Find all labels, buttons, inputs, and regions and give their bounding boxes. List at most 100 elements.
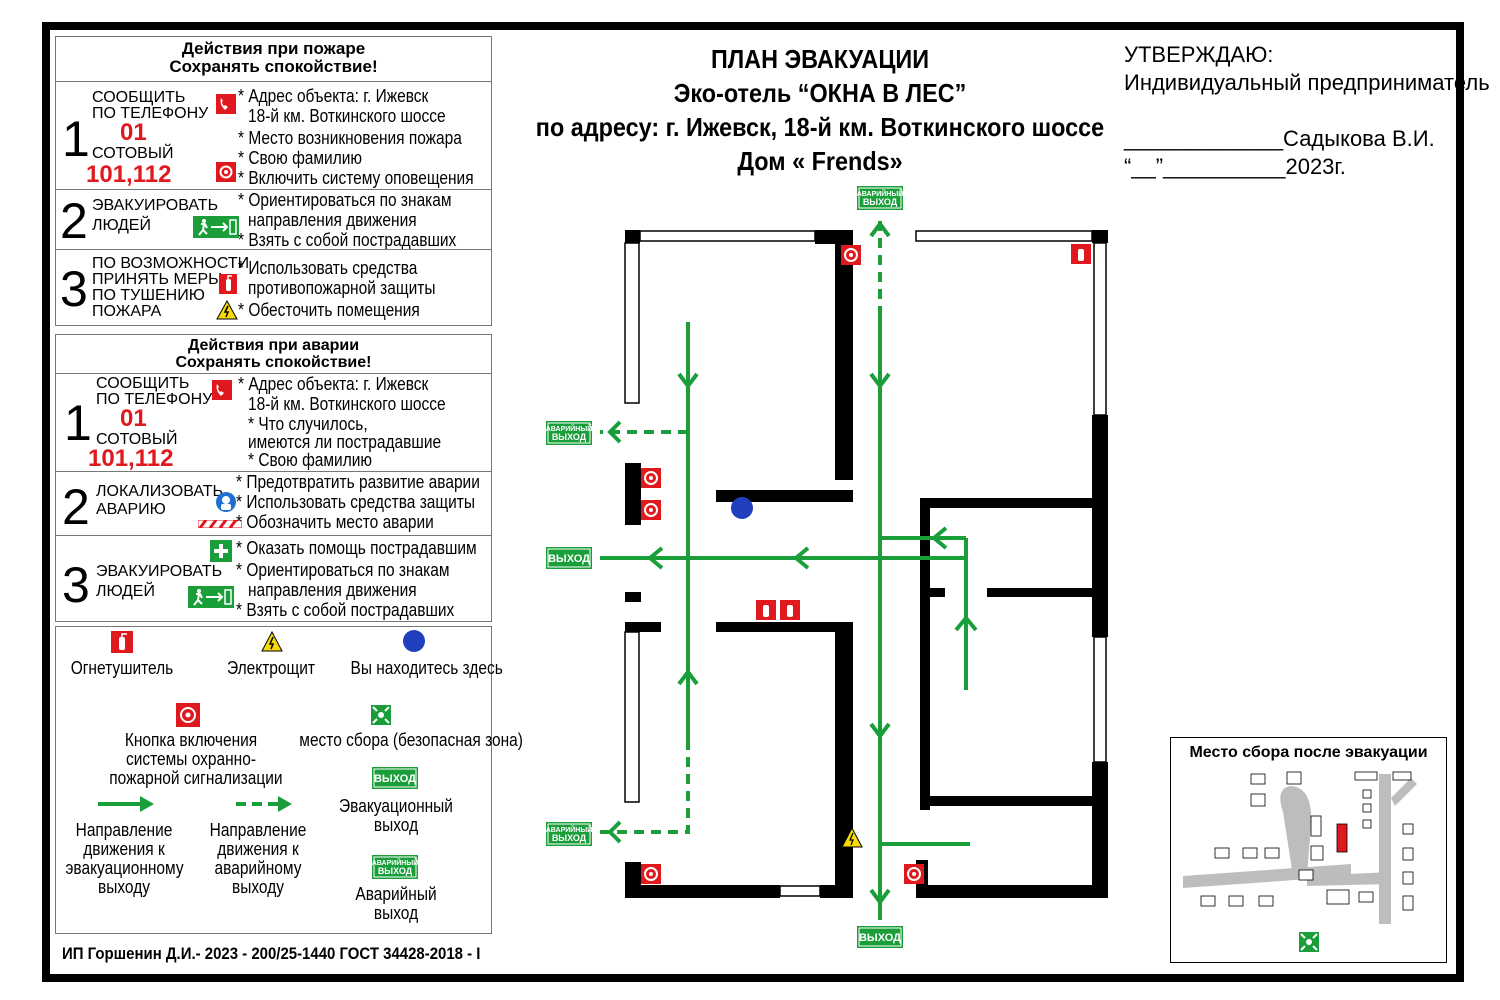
fire-cell-number: 101,112 (86, 161, 172, 188)
alarm-button-icon (641, 864, 661, 884)
legend-emerg-dir-line: аварийному (214, 858, 302, 878)
fire-instruction: * Свою фамилию (238, 148, 363, 168)
emergency-sign-top: АВАРИЙНЫЙ (857, 189, 904, 198)
legend-emergency-exit-label: Аварийный выход (336, 885, 456, 923)
alarm-button-icon (216, 162, 236, 182)
fire-step-1: 1 СООБЩИТЬ ПО ТЕЛЕФОНУ 01 СОТОВЫЙ 101,11… (56, 81, 491, 190)
fire-instruction: * Адрес объекта: г. Ижевск (238, 86, 429, 106)
emergency-exit-sign-left: АВАРИЙНЫЙ ВЫХОД (546, 421, 592, 445)
assembly-point-icon (371, 705, 391, 725)
accident-header-title: Действия при аварии (187, 337, 360, 354)
alarm-button-icon (176, 703, 200, 727)
exit-sign-icon: ВЫХОД (372, 767, 418, 789)
legend-alarm-line: системы охранно- (126, 749, 256, 769)
fire-step-2-number: 2 (60, 193, 88, 249)
fire-step-3-number: 3 (60, 261, 88, 317)
legend-extinguisher-label: Огнетушитель (70, 658, 174, 678)
emergency-exit-sign-top: АВАРИЙНЫЙ ВЫХОД (857, 186, 904, 210)
accident-instruction: имеются ли пострадавшие (248, 432, 442, 452)
hotel-building (1336, 823, 1348, 853)
accident-instruction: * Что случилось, (248, 414, 368, 434)
assembly-map-box: Место сбора после эвакуации (1170, 737, 1447, 963)
approval-heading: УТВЕРЖДАЮ: (1124, 42, 1274, 67)
walls (625, 230, 1108, 898)
poster-frame (42, 22, 1464, 982)
fire-actions-box: Действия при пожаре Сохранять спокойстви… (55, 36, 492, 326)
fire-instruction: * Включить систему оповещения (238, 168, 474, 188)
accident-header: Действия при аварии Сохранять спокойстви… (56, 337, 491, 371)
fire-phone-number: 01 (120, 119, 147, 146)
fire-header: Действия при пожаре Сохранять спокойстви… (56, 40, 491, 76)
fire-step-1-label: СОТОВЫЙ (92, 145, 174, 162)
legend-evac-exit-line: выход (373, 815, 419, 835)
fire-step-3-label: ПОЖАРА (92, 303, 162, 320)
legend-evac-dir-line: эвакуационному (65, 858, 184, 878)
accident-step-2-label: ЛОКАЛИЗОВАТЬ (96, 483, 224, 500)
you-are-here-icon (403, 630, 425, 652)
legend-emergency-direction-label: Направление движения к аварийному выходу (205, 821, 312, 897)
fire-extinguisher-icon (1071, 244, 1091, 264)
accident-step-1-number: 1 (64, 395, 92, 451)
accident-step-1-label: СОТОВЫЙ (96, 431, 178, 448)
exit-sign-text: ВЫХОД (374, 773, 416, 785)
exit-sign-text: ВЫХОД (859, 932, 901, 944)
emergency-arrow-icon (236, 796, 292, 812)
accident-step-1: 1 СООБЩИТЬ ПО ТЕЛЕФОНУ 01 СОТОВЫЙ 101,11… (56, 373, 491, 472)
electric-hazard-icon (216, 300, 238, 320)
electric-panel-icon (841, 826, 863, 848)
emergency-sign-top: АВАРИЙНЫЙ (372, 858, 418, 867)
windows (624, 230, 1107, 897)
exit-sign-left: ВЫХОД (546, 547, 592, 569)
legend-emerg-exit-line: Аварийный (355, 884, 437, 904)
phone-icon (212, 380, 232, 400)
plan-title-line: ПЛАН ЭВАКУАЦИИ (710, 44, 930, 74)
fire-step-2-label: ЭВАКУИРОВАТЬ (92, 197, 219, 214)
emergency-routes (600, 215, 882, 834)
fire-instruction: * Обесточить помещения (238, 300, 420, 320)
legend-you-are-here-label: Вы находитесь здесь (350, 658, 503, 678)
footer-credits: ИП Горшенин Д.И.- 2023 - 200/25-1440 ГОС… (62, 944, 481, 963)
barrier-tape-icon (198, 520, 242, 528)
accident-instruction: * Адрес объекта: г. Ижевск (238, 374, 429, 394)
plan-address-line: по адресу: г. Ижевск, 18-й км. Воткинско… (535, 112, 1105, 142)
accident-instruction: * Предотвратить развитие аварии (236, 472, 480, 492)
accident-step-3-label: ЛЮДЕЙ (96, 583, 155, 600)
fire-step-3: 3 ПО ВОЗМОЖНОСТИ ПРИНЯТЬ МЕРЫ ПО ТУШЕНИЮ… (56, 249, 491, 325)
fire-step-2: 2 ЭВАКУИРОВАТЬ ЛЮДЕЙ * Ориентироваться п… (56, 189, 491, 250)
legend-evac-direction-label: Направление движения к эвакуационному вы… (65, 821, 184, 897)
fire-header-title: Действия при пожаре (181, 39, 366, 58)
fire-extinguisher-icon (756, 600, 776, 620)
buildings (1200, 771, 1414, 911)
fire-instruction: направления движения (248, 210, 417, 230)
fire-extinguisher-icon (780, 600, 800, 620)
fire-instruction: * Использовать средства (238, 258, 418, 278)
accident-step-2-number: 2 (62, 479, 90, 535)
alarm-button-icon (641, 468, 661, 488)
legend-box: Огнетушитель Электрощит Вы находитесь зд… (55, 626, 523, 934)
legend-alarm-line: пожарной сигнализации (109, 768, 283, 788)
fire-extinguisher-icon (111, 631, 133, 653)
electric-panel-icon (261, 631, 283, 652)
fire-header-subtitle: Сохранять спокойствие! (169, 57, 378, 76)
plan-title: ПЛАН ЭВАКУАЦИИ Эко-отель “ОКНА В ЛЕС” по… (514, 42, 1126, 178)
accident-step-3: 3 ЭВАКУИРОВАТЬ ЛЮДЕЙ * Оказать помощь по… (56, 535, 491, 621)
accident-cell-number: 101,112 (88, 445, 174, 472)
emergency-sign-top: АВАРИЙНЫЙ (546, 825, 593, 834)
emergency-sign-bottom: ВЫХОД (552, 833, 587, 843)
fire-step-3-label: ПО ВОЗМОЖНОСТИ (92, 255, 250, 272)
accident-instruction: направления движения (248, 580, 417, 600)
legend-evac-exit-label: Эвакуационный выход (336, 797, 456, 835)
emergency-sign-bottom: ВЫХОД (863, 197, 898, 207)
first-aid-icon (210, 540, 232, 562)
evacuation-arrow-icon (98, 796, 154, 812)
accident-instruction: * Оказать помощь пострадавшим (236, 538, 477, 558)
accident-instruction: * Обозначить место аварии (236, 512, 434, 532)
accident-step-2: 2 ЛОКАЛИЗОВАТЬ АВАРИЮ * Предотвратить ра… (56, 471, 491, 536)
fire-step-1-number: 1 (62, 111, 90, 167)
assembly-map (1183, 771, 1417, 952)
legend-emerg-dir-line: Направление (209, 820, 307, 840)
fire-step-1-label: СООБЩИТЬ (92, 89, 186, 106)
